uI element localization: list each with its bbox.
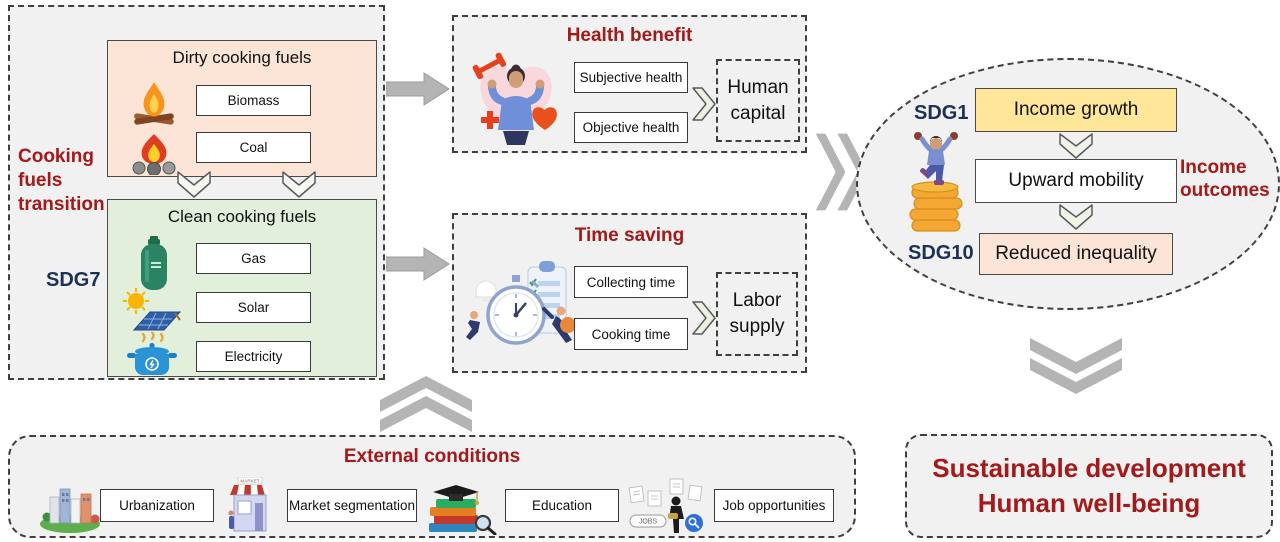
stopwatch-people-icon — [464, 253, 582, 365]
human-capital-box: Human capital — [716, 59, 800, 142]
health-item-objective: Objective health — [574, 112, 688, 143]
chevron-down-icon — [177, 171, 211, 199]
external-item-job-opportunities: Job opportunities — [714, 489, 834, 522]
goal-line-2: Human well-being — [977, 488, 1201, 518]
external-item-education: Education — [505, 489, 619, 522]
coal-fire-icon — [128, 133, 180, 175]
labor-supply-box: Labor supply — [716, 272, 798, 356]
chevron-down-icon — [1059, 133, 1093, 160]
education-books-icon — [425, 479, 497, 535]
time-item-cooking: Cooking time — [574, 318, 688, 350]
electric-pot-icon — [126, 332, 178, 378]
arrow-right-to-health-icon — [386, 72, 450, 106]
fuel-item-biomass: Biomass — [196, 85, 311, 116]
sdg1-label: SDG1 — [914, 102, 969, 124]
city-icon — [38, 479, 102, 535]
external-item-urbanization: Urbanization — [100, 489, 214, 522]
fuel-item-solar: Solar — [196, 292, 311, 323]
health-benefit-panel: Health benefit — [452, 15, 807, 153]
sustainable-development-box: Sustainable development Human well-being — [905, 434, 1273, 538]
fuel-item-coal: Coal — [196, 132, 311, 163]
chevron-right-icon — [692, 87, 717, 121]
external-conditions-title: External conditions — [343, 446, 521, 467]
cooking-fuels-transition-label: Cooking fuels transition — [18, 146, 105, 215]
solar-panel-icon — [120, 288, 184, 334]
double-chevron-up-icon — [378, 374, 474, 434]
clean-fuels-title: Clean cooking fuels — [167, 207, 317, 226]
chevron-right-icon — [692, 301, 717, 335]
external-item-market-segmentation: Market segmentation — [287, 489, 417, 522]
svg-text:MARKET: MARKET — [240, 478, 259, 483]
time-saving-panel: Time saving — [452, 213, 807, 373]
healthy-person-icon — [466, 43, 566, 149]
person-on-coins-icon — [904, 128, 968, 234]
market-icon: MARKET — [228, 477, 272, 533]
health-item-subjective: Subjective health — [574, 62, 688, 93]
upward-mobility-box: Upward mobility — [975, 159, 1177, 203]
fuel-item-gas: Gas — [196, 243, 311, 274]
arrow-right-to-time-icon — [386, 247, 450, 281]
external-conditions-panel: External conditions Urbanization — [8, 435, 856, 538]
income-outcomes-ellipse: SDG1 SDG10 — [856, 58, 1280, 310]
cooking-fuels-panel: Cooking fuels transition SDG7 Dirty cook… — [8, 5, 385, 380]
job-search-icon: JOBS — [628, 477, 704, 535]
chevron-down-icon — [1059, 204, 1093, 231]
dirty-fuels-box: Dirty cooking fuels Biomass — [107, 40, 377, 177]
time-saving-title: Time saving — [574, 225, 685, 246]
reduced-inequality-box: Reduced inequality — [979, 233, 1173, 275]
svg-text:JOBS: JOBS — [639, 519, 658, 526]
fuel-item-electricity: Electricity — [196, 341, 311, 372]
campfire-icon — [128, 81, 180, 129]
chevron-down-icon — [282, 171, 316, 199]
sdg10-label: SDG10 — [908, 242, 974, 264]
income-outcomes-label: Income outcomes — [1180, 157, 1270, 201]
time-item-collecting: Collecting time — [574, 266, 688, 298]
double-chevron-down-icon — [1028, 336, 1124, 396]
clean-fuels-box: Clean cooking fuels — [107, 199, 377, 377]
income-growth-box: Income growth — [975, 88, 1177, 132]
goal-line-1: Sustainable development — [932, 452, 1246, 483]
health-benefit-title: Health benefit — [566, 25, 693, 46]
sdg7-label: SDG7 — [46, 269, 101, 291]
gas-cylinder-icon — [136, 236, 172, 290]
dirty-fuels-title: Dirty cooking fuels — [172, 48, 312, 67]
